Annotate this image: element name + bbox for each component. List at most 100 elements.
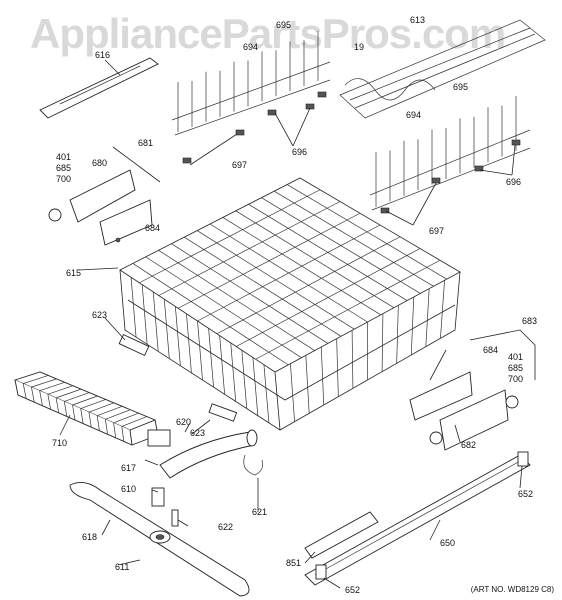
wire-segment <box>141 284 148 345</box>
art-number: (ART NO. WD8129 C8) <box>470 585 554 594</box>
wire-segment <box>105 419 108 435</box>
label-684-right: 684 <box>483 345 499 355</box>
wire-segment <box>290 363 295 422</box>
label-700-right: 700 <box>508 374 524 384</box>
wire-segment <box>158 201 341 296</box>
label-621: 621 <box>252 507 268 517</box>
part-851 <box>304 511 379 559</box>
wire-segment <box>113 412 139 424</box>
label-685-right: 685 <box>508 363 524 373</box>
label-613: 613 <box>410 15 426 25</box>
label-650: 650 <box>440 538 456 548</box>
wire-segment <box>186 313 192 373</box>
wire-segment <box>152 291 159 352</box>
part-680-bracket <box>48 169 153 246</box>
wire-segment <box>121 416 147 427</box>
label-694-upper: 694 <box>243 42 259 52</box>
label-623-left: 623 <box>92 310 108 320</box>
wire-segment <box>255 259 441 360</box>
label-682: 682 <box>461 440 477 450</box>
part-617-manifold <box>147 429 258 479</box>
wire-segment <box>47 385 73 395</box>
wire-segment <box>381 313 384 372</box>
label-611: 611 <box>115 562 130 572</box>
label-401-left: 401 <box>56 152 72 162</box>
wire-segment <box>47 394 51 410</box>
part-650-rail <box>304 451 531 586</box>
wire-segment <box>55 397 60 413</box>
label-710: 710 <box>52 438 68 448</box>
watermark-logo: AppliancePartsPros.com <box>30 10 506 57</box>
part-615-rack <box>119 177 461 431</box>
label-696-lower: 696 <box>506 177 522 187</box>
label-685-left: 685 <box>56 163 72 173</box>
wire-segment <box>336 338 339 397</box>
wire-segment <box>80 399 106 409</box>
part-652-bottom <box>315 564 327 580</box>
label-696-upper: 696 <box>292 147 308 157</box>
wire-segment <box>72 395 98 406</box>
wire-segment <box>39 381 65 392</box>
wire-segment <box>305 355 310 414</box>
wire-segment <box>55 388 82 399</box>
part-652-top <box>517 451 529 467</box>
wire-segment <box>208 328 214 388</box>
label-615: 615 <box>66 268 82 278</box>
wire-segment <box>113 422 117 438</box>
wire-segment <box>320 346 325 406</box>
wire-segment <box>252 357 259 416</box>
wire-segment <box>236 248 421 347</box>
label-610: 610 <box>121 484 137 494</box>
part-616-rail <box>39 57 159 119</box>
wire-segment <box>425 288 430 347</box>
wire-segment <box>88 402 115 413</box>
wire-segment <box>97 405 123 417</box>
label-684-left: 684 <box>145 223 161 233</box>
wire-segment <box>130 277 137 338</box>
wire-segment <box>440 280 445 339</box>
wire-segment <box>197 320 203 381</box>
wire-segment <box>23 375 49 384</box>
part-618-spray-arm <box>69 481 250 597</box>
label-680: 680 <box>92 158 108 168</box>
wire-segment <box>241 350 248 409</box>
part-610 <box>151 487 165 507</box>
wire-segment <box>351 330 354 389</box>
wire-segment <box>31 387 35 403</box>
wire-segment <box>175 306 181 366</box>
wire-segment <box>39 390 43 406</box>
wire-segment <box>121 426 125 442</box>
clips <box>182 91 521 214</box>
label-652-top: 652 <box>518 489 534 499</box>
part-620 <box>147 429 171 447</box>
wire-segment <box>263 364 270 423</box>
part-682-bracket <box>409 371 519 451</box>
leader-lines <box>59 59 523 589</box>
tine-row-lower <box>369 96 531 211</box>
wire-segment <box>219 335 225 395</box>
label-681: 681 <box>138 138 154 148</box>
label-694-lower: 694 <box>406 110 422 120</box>
wire-segment <box>72 404 76 421</box>
part-621 <box>243 454 264 476</box>
wire-segment <box>410 296 415 356</box>
label-700-left: 700 <box>56 174 72 184</box>
wire-segment <box>139 189 321 284</box>
wire-segment <box>163 299 170 359</box>
wire-segment <box>105 409 131 420</box>
bracket-683-callout <box>469 329 536 380</box>
wire-segment <box>177 212 361 309</box>
part-622 <box>171 509 179 527</box>
wire-segment <box>230 342 237 402</box>
wire-segment <box>96 415 100 431</box>
label-697-upper: 697 <box>232 160 248 170</box>
label-652-bottom: 652 <box>345 585 361 595</box>
part-623-left <box>118 333 150 357</box>
wire-segment <box>63 401 68 417</box>
wire-segment <box>216 236 401 335</box>
label-695-lower: 695 <box>453 82 469 92</box>
label-695-upper: 695 <box>276 20 292 30</box>
label-623-right: 623 <box>190 428 206 438</box>
wire-segment <box>88 412 92 428</box>
